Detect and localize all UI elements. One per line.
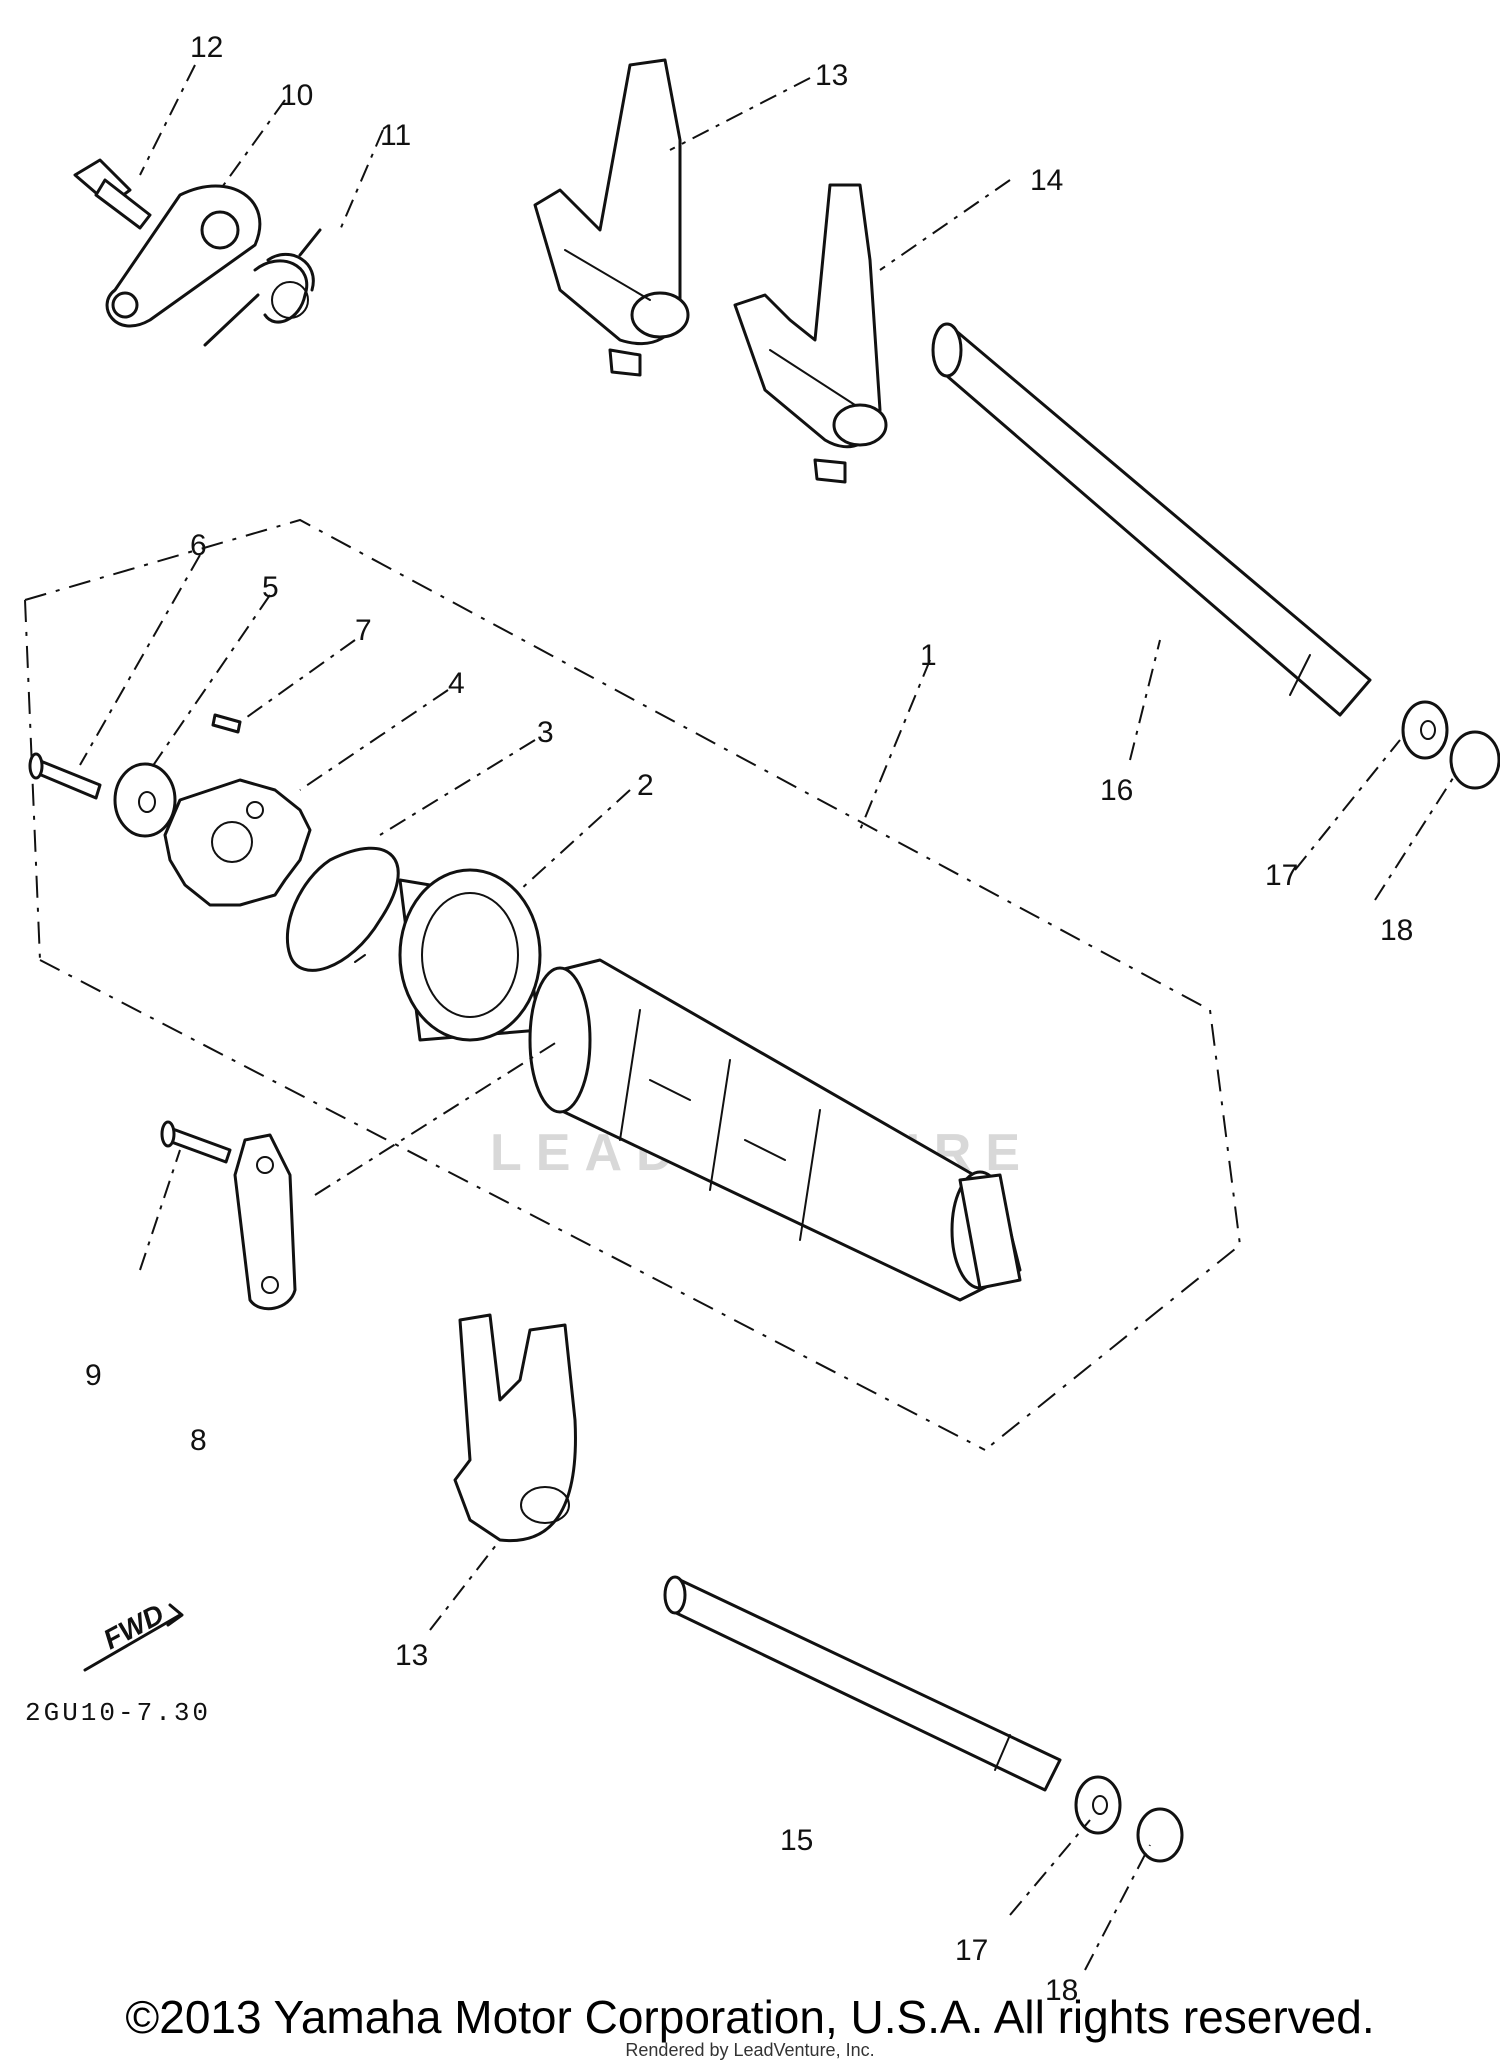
callout-15: 15 bbox=[780, 1824, 813, 1857]
callout-14: 14 bbox=[1030, 164, 1063, 197]
assembly-boundary bbox=[24, 518, 1242, 1451]
callout-16: 16 bbox=[1100, 774, 1133, 807]
callout-4: 4 bbox=[448, 667, 465, 700]
callout-17-upper: 17 bbox=[1265, 859, 1298, 892]
part-9-screw[interactable] bbox=[160, 1120, 232, 1164]
callout-10: 10 bbox=[280, 79, 313, 112]
callout-7: 7 bbox=[355, 614, 372, 647]
part-3-circlip[interactable] bbox=[285, 846, 400, 972]
part-15-guide-bar[interactable] bbox=[663, 1575, 1062, 1792]
part-12-bolt[interactable] bbox=[73, 158, 152, 230]
part-5-washer[interactable] bbox=[113, 762, 177, 838]
part-10-stopper-lever[interactable] bbox=[105, 184, 262, 328]
callout-3: 3 bbox=[537, 716, 554, 749]
part-8-plate[interactable] bbox=[233, 1133, 297, 1311]
callout-5: 5 bbox=[262, 571, 279, 604]
part-1-shift-cam[interactable] bbox=[528, 958, 1022, 1302]
part-2-bearing[interactable] bbox=[398, 868, 542, 1042]
copyright-footer: ©2013 Yamaha Motor Corporation, U.S.A. A… bbox=[125, 1991, 1375, 2043]
part-18-clip-lower[interactable] bbox=[1136, 1807, 1184, 1863]
callout-13-lower: 13 bbox=[395, 1639, 428, 1672]
part-7-pin[interactable] bbox=[211, 713, 242, 734]
part-11-torsion-spring[interactable] bbox=[203, 228, 322, 347]
callout-11: 11 bbox=[380, 119, 411, 152]
fwd-label: FWD bbox=[98, 1598, 169, 1655]
callout-18-lower: 18 bbox=[1045, 1974, 1078, 2007]
part-17-washer-lower[interactable] bbox=[1074, 1775, 1122, 1835]
part-4-segment[interactable] bbox=[163, 778, 312, 907]
part-13-shift-fork-lower[interactable] bbox=[453, 1313, 577, 1543]
part-6-screw[interactable] bbox=[28, 752, 102, 800]
part-13-shift-fork-upper[interactable] bbox=[533, 58, 690, 377]
rendered-by-note: Rendered by LeadVenture, Inc. bbox=[625, 2040, 875, 2060]
callout-9: 9 bbox=[85, 1359, 102, 1392]
callout-6: 6 bbox=[190, 529, 207, 562]
callout-17-lower: 17 bbox=[955, 1934, 988, 1967]
callout-1: 1 bbox=[920, 639, 937, 672]
part-18-clip-upper[interactable] bbox=[1449, 730, 1500, 790]
callout-12: 12 bbox=[190, 31, 223, 64]
part-16-guide-bar[interactable] bbox=[931, 322, 1372, 717]
part-14-shift-fork[interactable] bbox=[733, 183, 888, 484]
callout-2: 2 bbox=[637, 769, 654, 802]
fwd-arrow-icon: FWD bbox=[83, 1598, 184, 1672]
callout-13-upper: 13 bbox=[815, 59, 848, 92]
leader-lines bbox=[79, 64, 1456, 1971]
callout-18-upper: 18 bbox=[1380, 914, 1413, 947]
callout-8: 8 bbox=[190, 1424, 207, 1457]
drawing-code: 2GU10-7.30 bbox=[25, 1698, 211, 1728]
part-17-washer-upper[interactable] bbox=[1401, 700, 1449, 760]
